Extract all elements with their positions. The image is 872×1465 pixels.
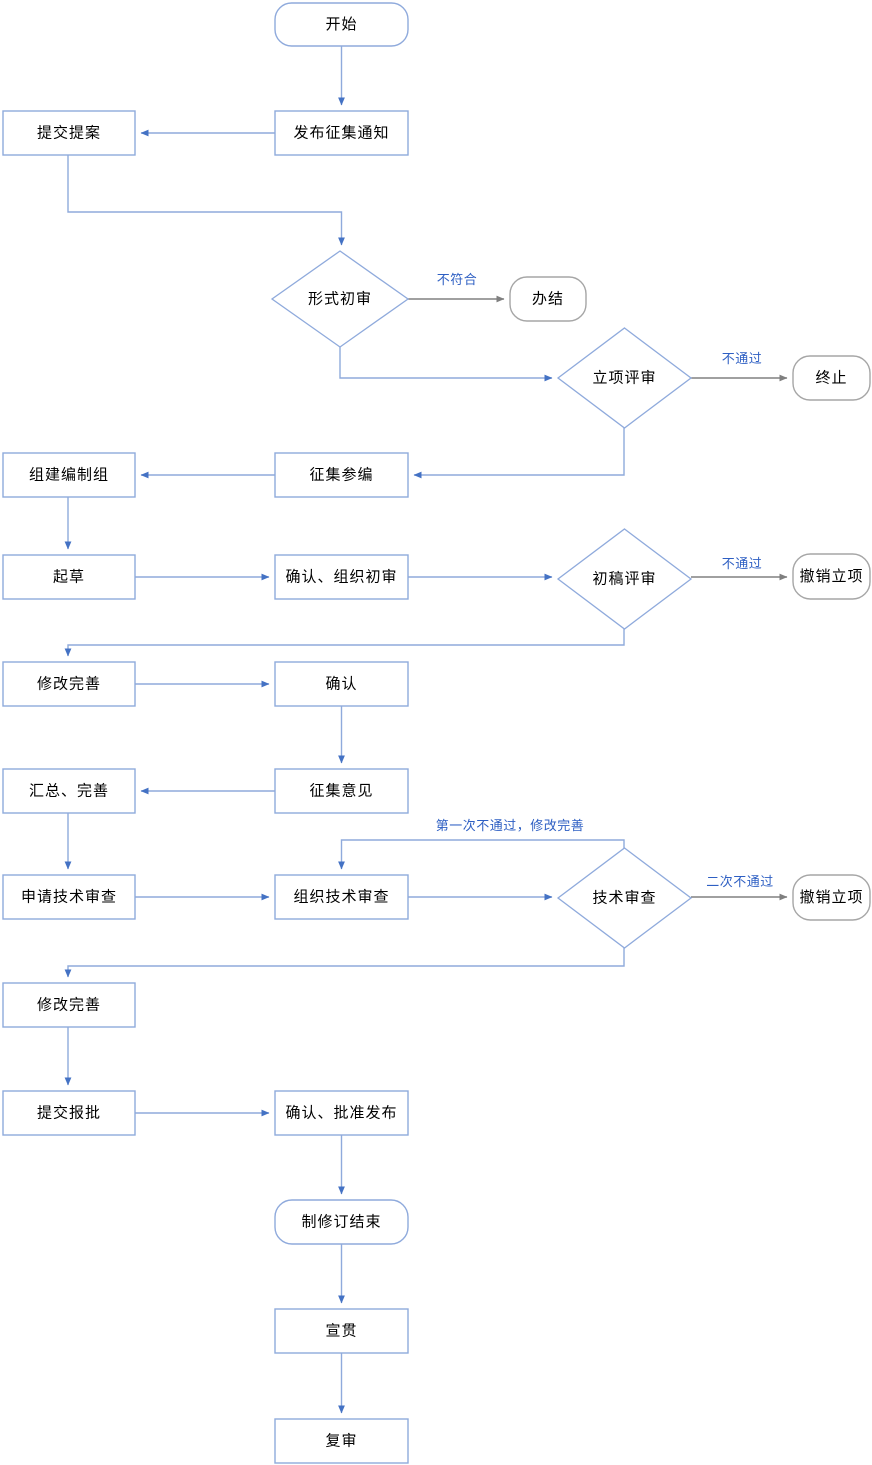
node-draft-review[interactable]: 初稿评审	[556, 528, 693, 630]
node-label-submit-approval: 提交报批	[37, 1103, 101, 1121]
node-form-group[interactable]: 组建编制组	[2, 452, 136, 498]
node-shape-rounded	[792, 355, 871, 401]
edges-layer	[64, 46, 788, 1414]
node-label-re-review: 复审	[325, 1431, 357, 1449]
node-label-draft: 起草	[53, 568, 85, 585]
node-shape-rect	[274, 554, 409, 600]
node-confirm-publish[interactable]: 确认、批准发布	[274, 1090, 409, 1136]
node-publish-notice[interactable]: 发布征集通知	[274, 110, 409, 156]
node-shape-rounded	[274, 2, 409, 47]
node-shape-diamond	[556, 528, 693, 630]
edge-projectreview-to-recruit	[413, 428, 625, 479]
node-label-closed: 办结	[532, 290, 564, 307]
node-label-publish-notice: 发布征集通知	[293, 124, 389, 141]
node-re-review[interactable]: 复审	[274, 1418, 409, 1464]
node-draft[interactable]: 起草	[2, 554, 136, 600]
node-label-recruit-editors: 征集参编	[309, 466, 373, 483]
node-cancel-project-1[interactable]: 撤销立项	[792, 553, 871, 600]
node-label-revise-improve-2: 修改完善	[37, 996, 101, 1013]
node-shape-rect	[274, 110, 409, 156]
node-label-revise-improve-1: 修改完善	[37, 675, 101, 692]
node-label-organize-tech: 组织技术审查	[293, 888, 389, 905]
node-label-start: 开始	[325, 16, 357, 33]
node-shape-rect	[274, 1418, 409, 1464]
node-shape-rect	[274, 661, 409, 707]
edge-formreview-to-projectreview	[339, 347, 553, 382]
node-shape-rect	[2, 452, 136, 498]
node-shape-rect	[2, 554, 136, 600]
node-label-form-group: 组建编制组	[29, 466, 109, 483]
edge-submit-to-formreview	[67, 155, 345, 246]
node-recruit-editors[interactable]: 征集参编	[274, 452, 409, 498]
edge-review-to-revise1	[64, 629, 625, 657]
node-label-project-review: 立项评审	[592, 369, 656, 386]
node-collect-opinions[interactable]: 征集意见	[274, 768, 409, 814]
node-revise-improve-1[interactable]: 修改完善	[2, 661, 136, 707]
node-label-form-review: 形式初审	[308, 290, 372, 307]
node-form-review[interactable]: 形式初审	[270, 250, 410, 348]
node-shape-diamond	[556, 847, 693, 949]
node-revision-end[interactable]: 制修订结束	[274, 1199, 409, 1245]
edge-label-not-passed-2: 不通过	[722, 556, 763, 571]
node-shape-rect	[274, 874, 409, 920]
node-shape-rect	[274, 452, 409, 498]
node-label-confirm: 确认	[325, 675, 357, 692]
node-shape-rect	[2, 982, 136, 1028]
node-start[interactable]: 开始	[274, 2, 409, 47]
node-terminate[interactable]: 终止	[792, 355, 871, 401]
node-label-apply-tech: 申请技术审查	[21, 888, 117, 905]
node-shape-rect	[274, 1090, 409, 1136]
node-label-summarize: 汇总、完善	[29, 782, 109, 799]
node-shape-rect	[2, 661, 136, 707]
node-label-confirm-publish: 确认、批准发布	[285, 1104, 397, 1121]
node-submit-proposal[interactable]: 提交提案	[2, 110, 136, 156]
node-label-cancel-project-1: 撤销立项	[799, 568, 863, 585]
node-promote[interactable]: 宣贯	[274, 1308, 409, 1354]
node-label-cancel-project-2: 撤销立项	[799, 889, 863, 906]
node-shape-rect	[274, 1308, 409, 1354]
node-apply-tech[interactable]: 申请技术审查	[2, 874, 136, 920]
edge-techreview-first-fail-loop	[338, 839, 625, 870]
node-confirm-organize[interactable]: 确认、组织初审	[274, 554, 409, 600]
edge-label-second-fail: 二次不通过	[706, 874, 774, 889]
node-confirm[interactable]: 确认	[274, 661, 409, 707]
node-organize-tech[interactable]: 组织技术审查	[274, 874, 409, 920]
node-revise-improve-2[interactable]: 修改完善	[2, 982, 136, 1028]
node-label-promote: 宣贯	[325, 1322, 357, 1339]
node-project-review[interactable]: 立项评审	[556, 327, 693, 429]
node-shape-rect	[2, 110, 136, 156]
node-shape-rect	[2, 768, 136, 814]
node-shape-rounded	[274, 1199, 409, 1245]
node-shape-diamond	[556, 327, 693, 429]
node-closed[interactable]: 办结	[509, 276, 587, 322]
node-label-draft-review: 初稿评审	[592, 570, 656, 587]
edge-label-first-fail-revise: 第一次不通过，修改完善	[436, 818, 585, 833]
node-cancel-project-2[interactable]: 撤销立项	[792, 874, 871, 921]
node-summarize[interactable]: 汇总、完善	[2, 768, 136, 814]
node-label-terminate: 终止	[815, 369, 847, 386]
node-shape-rounded	[792, 553, 871, 600]
node-label-submit-proposal: 提交提案	[37, 123, 101, 141]
node-label-tech-review: 技术审查	[592, 889, 656, 906]
node-shape-rect	[2, 1090, 136, 1136]
node-shape-rounded	[509, 276, 587, 322]
node-shape-rect	[2, 874, 136, 920]
node-shape-rect	[274, 768, 409, 814]
edge-label-not-conforming: 不符合	[437, 272, 478, 287]
edge-techreview-to-revise2	[64, 948, 625, 978]
node-shape-diamond	[270, 250, 410, 348]
node-label-revision-end: 制修订结束	[301, 1213, 381, 1230]
node-label-confirm-organize: 确认、组织初审	[285, 568, 397, 585]
node-shape-rounded	[792, 874, 871, 921]
node-label-collect-opinions: 征集意见	[309, 781, 373, 799]
node-tech-review[interactable]: 技术审查	[556, 847, 693, 949]
node-submit-approval[interactable]: 提交报批	[2, 1090, 136, 1136]
edge-label-not-passed-1: 不通过	[722, 351, 763, 366]
